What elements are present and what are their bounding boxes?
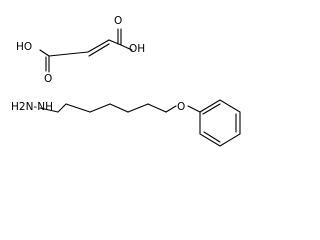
hydroxyl-left-label: HO — [16, 41, 32, 53]
hydrazine-label: H2N-NH — [11, 101, 53, 113]
bond-c7-o — [165, 105, 177, 113]
oxygen-right-label: O — [114, 15, 122, 27]
benzene-ring — [199, 99, 241, 147]
benzene-inner-bond-1 — [202, 103, 221, 115]
bond-c5-c6 — [127, 103, 149, 113]
bond-c2-c3-double — [88, 43, 110, 57]
structure-canvas: HO O O OH H2N-NH O — [11, 15, 241, 147]
bond-ho-c1 — [39, 49, 50, 57]
bond-c6-c7 — [147, 103, 167, 113]
fumaric-acid: HO O O OH — [16, 15, 145, 85]
hydroxyl-right-label: OH — [129, 43, 145, 55]
bond-o-aryl — [187, 105, 201, 113]
bond-nh-c1 — [39, 107, 59, 113]
bond-c1-c2 — [57, 103, 67, 113]
phenoxyhexyl-hydrazine: H2N-NH O — [11, 99, 241, 147]
bond-c3-c4 — [89, 103, 111, 113]
bond-c3-c4 — [108, 39, 122, 46]
bond-c2-c3 — [65, 103, 91, 113]
ether-oxygen-label: O — [177, 101, 185, 113]
molecule-diagram: HO O O OH H2N-NH O — [11, 15, 241, 147]
bond-c1-c2 — [48, 51, 89, 57]
bond-c2-c3 — [87, 39, 110, 53]
benzene-inner-bond-3 — [203, 131, 221, 143]
bond-c4-c5 — [109, 103, 129, 113]
bond-c4-oh — [120, 44, 133, 51]
oxygen-left-label: O — [44, 73, 52, 85]
